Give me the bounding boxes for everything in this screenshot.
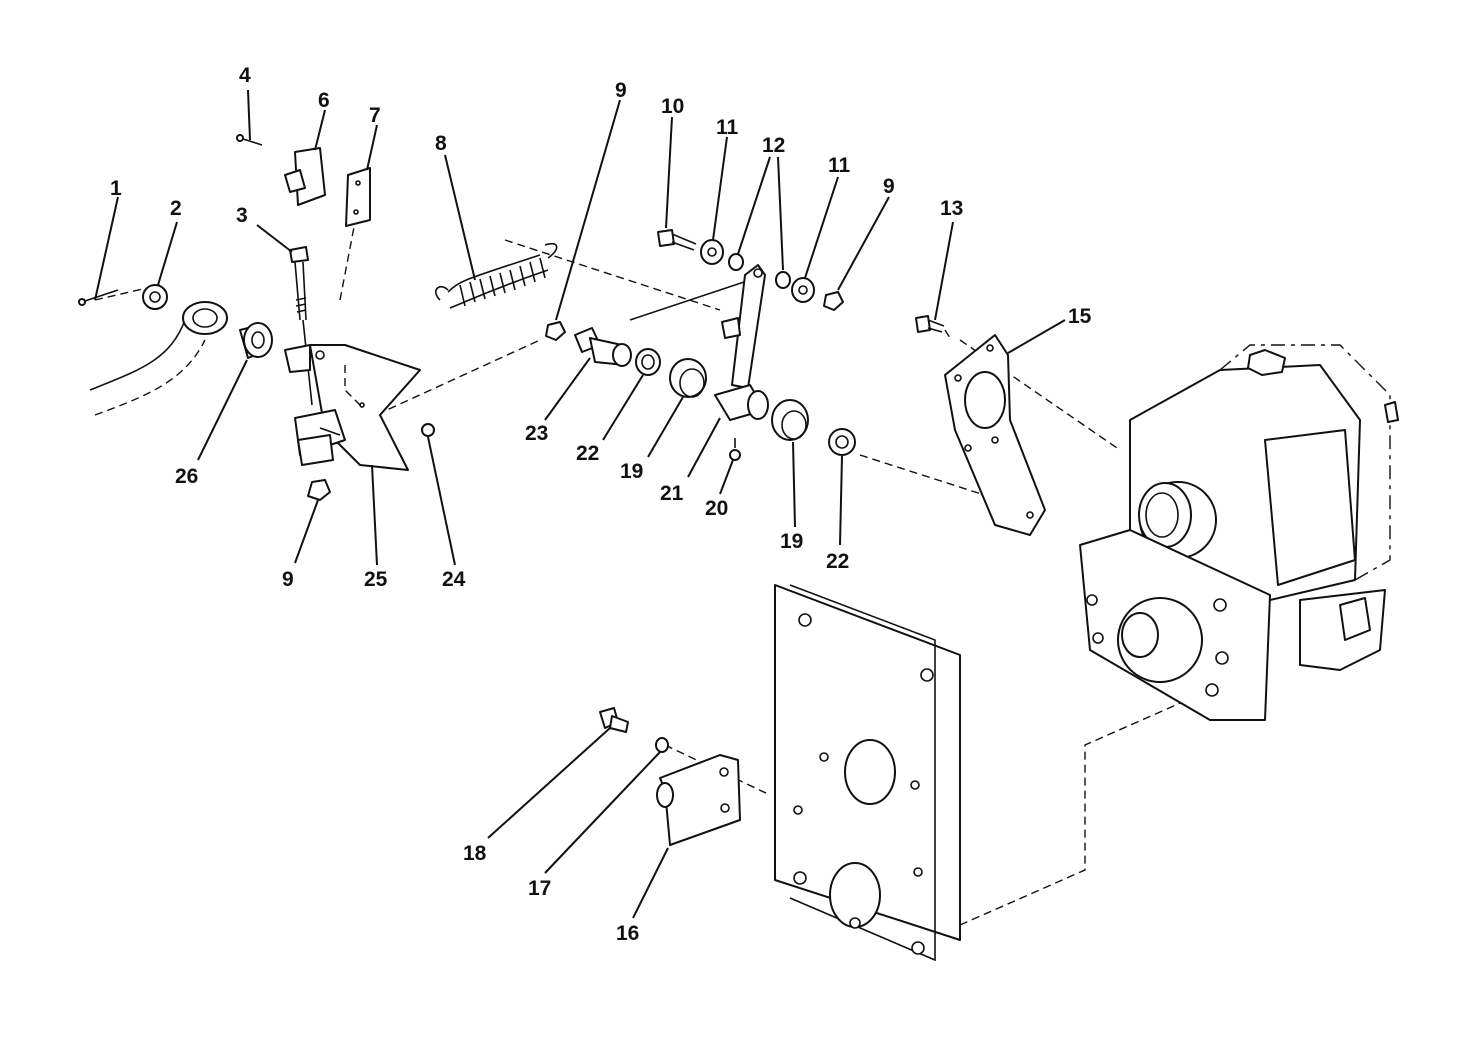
block-6 bbox=[284, 147, 326, 206]
callout-8: 8 bbox=[435, 132, 447, 155]
callout-9c: 9 bbox=[282, 568, 294, 591]
callout-19a: 19 bbox=[620, 460, 643, 483]
leader-lines bbox=[94, 89, 1066, 919]
bushing-26 bbox=[239, 322, 273, 359]
bracket-16 bbox=[656, 754, 741, 846]
washer-2 bbox=[142, 284, 168, 310]
bolt-10 bbox=[657, 229, 697, 251]
nut-9b bbox=[823, 291, 844, 311]
lockwasher-17 bbox=[655, 737, 669, 753]
callout-22a: 22 bbox=[576, 442, 599, 465]
bushing-19a bbox=[669, 358, 707, 398]
callout-4: 4 bbox=[239, 64, 251, 87]
callout-1: 1 bbox=[110, 177, 122, 200]
callout-3: 3 bbox=[236, 204, 248, 227]
callout-12: 12 bbox=[762, 134, 785, 157]
callout-13: 13 bbox=[940, 197, 963, 220]
callout-6: 6 bbox=[318, 89, 330, 112]
callout-16: 16 bbox=[616, 922, 639, 945]
callout-18: 18 bbox=[463, 842, 487, 865]
nut-9a bbox=[545, 321, 566, 341]
callout-7: 7 bbox=[369, 104, 381, 127]
pin-4 bbox=[236, 134, 263, 146]
callout-26: 26 bbox=[175, 465, 198, 488]
washer-12a bbox=[728, 253, 744, 271]
callout-20: 20 bbox=[705, 497, 728, 520]
callout-15: 15 bbox=[1068, 305, 1092, 328]
cotter-pin-1 bbox=[78, 289, 119, 306]
plate-15 bbox=[944, 334, 1046, 536]
callout-22b: 22 bbox=[826, 550, 849, 573]
callout-17: 17 bbox=[528, 877, 551, 900]
callout-11a: 11 bbox=[716, 116, 739, 139]
bracket-25 bbox=[284, 344, 421, 471]
callout-24: 24 bbox=[442, 568, 466, 591]
callout-labels: 1 2 3 4 6 7 8 9 10 11 12 11 9 13 15 23 2… bbox=[110, 64, 1092, 945]
callout-10: 10 bbox=[661, 95, 684, 118]
washer-22a bbox=[635, 348, 661, 376]
fitting-20 bbox=[729, 438, 741, 461]
bolt-3 bbox=[289, 246, 313, 406]
callout-2: 2 bbox=[170, 197, 182, 220]
callout-9b: 9 bbox=[883, 175, 895, 198]
assembly-lines bbox=[94, 169, 1211, 926]
bolt-18 bbox=[599, 707, 629, 733]
plate-7 bbox=[345, 167, 371, 227]
callout-21: 21 bbox=[660, 482, 684, 505]
callout-11b: 11 bbox=[828, 154, 851, 177]
spacer-11b bbox=[791, 277, 815, 303]
hydrostat-pump bbox=[1079, 344, 1399, 721]
mounting-plate bbox=[774, 584, 961, 962]
callout-9a: 9 bbox=[615, 79, 627, 102]
spring-8 bbox=[435, 242, 558, 309]
nut-24 bbox=[421, 423, 435, 437]
nut-9c bbox=[307, 479, 331, 501]
bushing-19b bbox=[771, 399, 809, 441]
callout-19b: 19 bbox=[780, 530, 803, 553]
washer-22b bbox=[828, 428, 856, 456]
callout-23: 23 bbox=[525, 422, 548, 445]
lever-21 bbox=[714, 264, 769, 421]
bushing-23 bbox=[574, 327, 632, 367]
spacer-11a bbox=[700, 239, 724, 265]
bolt-13 bbox=[915, 315, 945, 333]
tube-shaft bbox=[89, 301, 228, 416]
callout-25: 25 bbox=[364, 568, 388, 591]
washer-12b bbox=[775, 271, 791, 289]
